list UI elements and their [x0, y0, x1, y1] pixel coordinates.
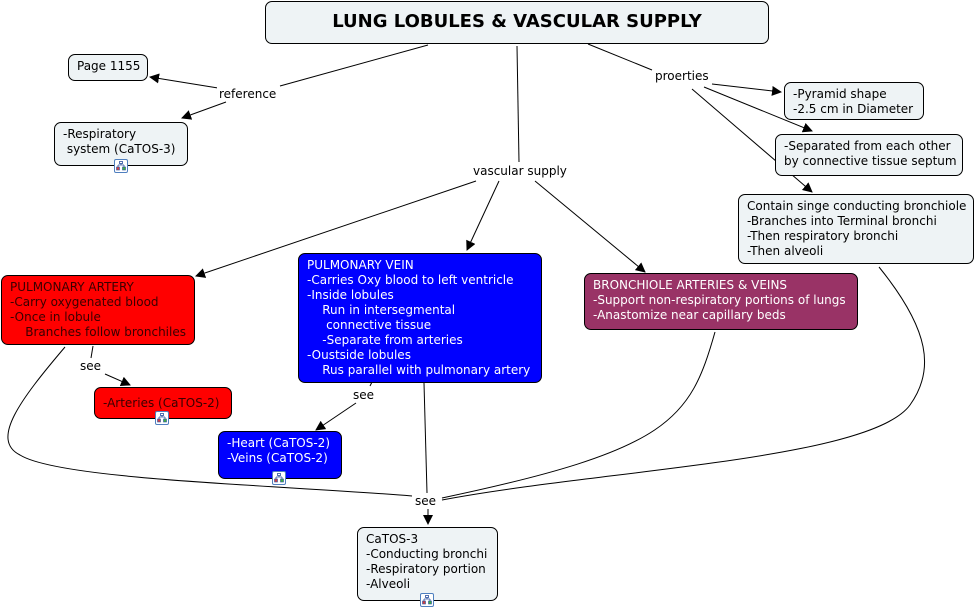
edge-properties-separated [703, 86, 813, 133]
edge-see-heart [315, 402, 357, 431]
node-conducting-bronchiole[interactable]: Contain singe conducting bronchiole -Bra… [738, 194, 974, 264]
node-separated-septum[interactable]: -Separated from each other by connective… [775, 134, 963, 176]
concept-map-resource-icon[interactable] [114, 159, 128, 173]
edge-vascular-vein [466, 180, 500, 251]
map-title[interactable]: LUNG LOBULES & VASCULAR SUPPLY [265, 1, 769, 44]
edge-contain-bottom-see [441, 266, 926, 501]
node-pyramid-shape[interactable]: -Pyramid shape -2.5 cm in Diameter [784, 82, 924, 120]
edge-reference-page [149, 73, 219, 89]
edge-title-vascular [516, 45, 520, 163]
link-label-properties[interactable]: proerties [653, 69, 711, 83]
node-page-reference[interactable]: Page 1155 [68, 54, 148, 81]
link-label-reference[interactable]: reference [217, 87, 279, 101]
edge-title-reference [279, 44, 429, 87]
node-respiratory-system[interactable]: -Respiratory system (CaTOS-3) [54, 122, 188, 166]
node-pulmonary-vein[interactable]: PULMONARY VEIN -Carries Oxy blood to lef… [298, 253, 542, 383]
edge-vein-bottom-see [423, 382, 428, 494]
link-label-vascular-supply[interactable]: vascular supply [471, 164, 569, 178]
edge-bronchiole-bottom-see [441, 331, 716, 499]
concept-map-resource-icon[interactable] [420, 593, 434, 607]
edge-title-properties [587, 43, 653, 71]
edge-see-arteries [104, 373, 131, 386]
node-catos3[interactable]: CaTOS-3 -Conducting bronchi -Respiratory… [357, 527, 498, 601]
edge-vascular-bronchiole [534, 180, 646, 273]
link-label-see-bottom[interactable]: see [413, 494, 439, 508]
node-bronchiole-arteries-veins[interactable]: BRONCHIOLE ARTERIES & VEINS -Support non… [584, 273, 858, 330]
link-label-see-artery[interactable]: see [78, 359, 104, 373]
concept-map-resource-icon[interactable] [155, 411, 169, 425]
edge-artery-see [90, 345, 94, 359]
concept-map-resource-icon[interactable] [272, 471, 286, 485]
edge-vascular-artery [195, 180, 477, 278]
edge-properties-pyramid [711, 83, 782, 96]
edge-reference-respiratory [181, 101, 227, 120]
edge-artery-bottom-see [7, 346, 413, 497]
link-label-see-vein[interactable]: see [351, 388, 377, 402]
node-pulmonary-artery[interactable]: PULMONARY ARTERY -Carry oxygenated blood… [1, 275, 195, 345]
